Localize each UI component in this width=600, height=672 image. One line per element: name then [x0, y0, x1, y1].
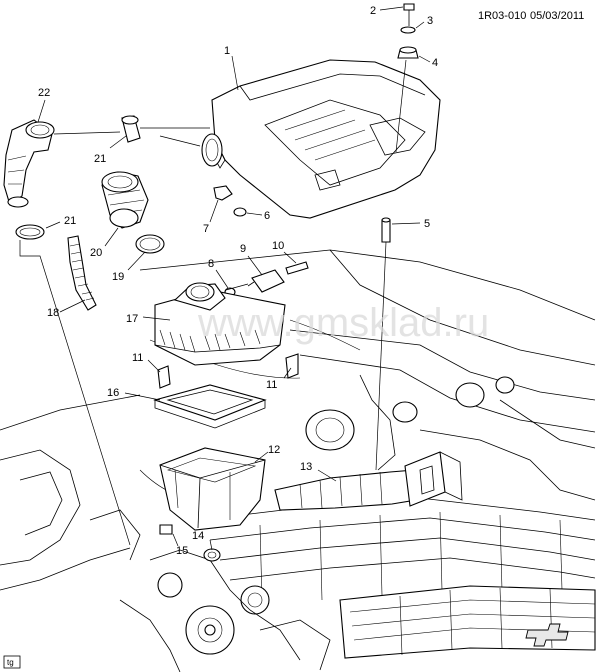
callout-11-left: 11 — [132, 352, 143, 364]
clip-part-11-right — [283, 353, 299, 379]
clamp-part-21-lower — [15, 221, 61, 240]
cover-intake-ring — [201, 133, 223, 167]
tg-tag-text: tg — [7, 658, 14, 667]
bolt-part-2 — [379, 3, 415, 26]
callout-12: 12 — [268, 444, 280, 456]
callout-21-lower: 21 — [64, 215, 76, 227]
callout-21-upper: 21 — [94, 153, 106, 165]
engine-bay-background — [0, 249, 596, 672]
callout-14: 14 — [192, 530, 204, 542]
clamp-part-19 — [127, 234, 165, 271]
insulator-part-15 — [159, 524, 179, 547]
stud-part-5 — [375, 217, 421, 471]
washer-part-3 — [400, 21, 425, 34]
diagram-date: 05/03/2011 — [530, 10, 584, 22]
air-filter-part-16 — [124, 384, 267, 429]
air-cleaner-housing-part-12 — [159, 447, 269, 531]
intake-duct-part-13 — [274, 451, 463, 511]
diagram-code: 1R03-010 — [478, 10, 526, 22]
resonator-duct-part-20 — [101, 171, 149, 247]
callout-20: 20 — [90, 247, 102, 259]
callout-9: 9 — [240, 243, 246, 255]
callout-labels: 1 2 3 4 5 6 7 8 9 10 11 11 12 13 14 15 1… — [38, 5, 438, 557]
hose-part-18 — [59, 235, 97, 313]
assembly-leader-lines — [19, 127, 249, 546]
elbow-duct-part-22 — [3, 99, 55, 208]
callout-7: 7 — [203, 223, 209, 235]
callout-15: 15 — [176, 545, 188, 557]
bowtie-emblem-icon — [525, 623, 569, 647]
grommet-part-4 — [395, 46, 431, 153]
callout-5: 5 — [424, 218, 430, 230]
clip-part-10 — [283, 251, 309, 275]
engine-cover-part-1 — [209, 55, 441, 219]
callout-1: 1 — [224, 45, 230, 57]
callout-17: 17 — [126, 313, 138, 325]
callout-11-right: 11 — [266, 379, 277, 391]
clip-part-11-left — [147, 359, 171, 389]
callout-10: 10 — [272, 240, 284, 252]
sensor-part-9 — [247, 255, 285, 293]
callout-8: 8 — [208, 258, 214, 270]
callout-6: 6 — [264, 210, 270, 222]
insulator-part-14 — [203, 539, 221, 562]
grommet-part-6 — [233, 207, 263, 217]
callout-2: 2 — [370, 5, 376, 17]
callout-13: 13 — [300, 461, 312, 473]
tg-tag: tg — [3, 655, 21, 669]
callout-3: 3 — [427, 15, 433, 27]
callout-4: 4 — [432, 57, 438, 69]
callout-16: 16 — [107, 387, 119, 399]
watermark-text: www.gmsklad.ru — [197, 301, 489, 345]
callout-22: 22 — [38, 87, 50, 99]
callout-19: 19 — [112, 271, 124, 283]
callout-18: 18 — [47, 307, 59, 319]
sensor-part-7 — [209, 185, 233, 223]
clamp-part-21-upper — [109, 115, 141, 149]
air-cleaner-cover-part-17 — [142, 282, 286, 366]
